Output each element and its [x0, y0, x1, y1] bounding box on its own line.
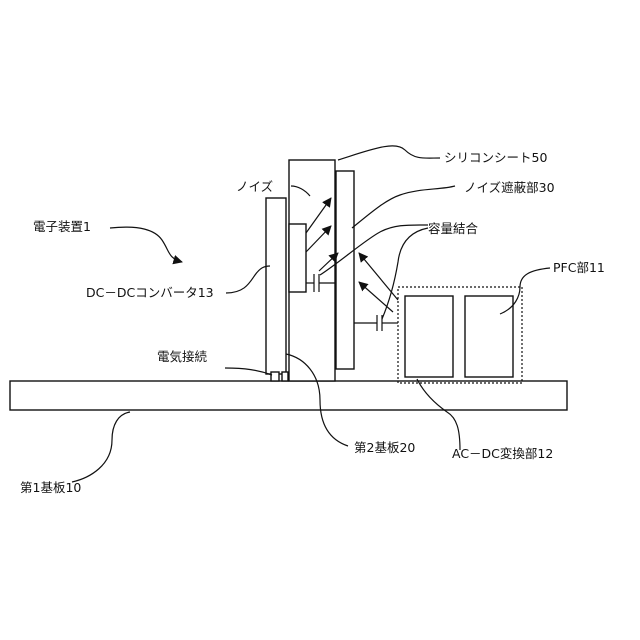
noise-arrow [359, 282, 393, 312]
capacitor-symbol [354, 315, 398, 331]
label-noise: ノイズ [236, 179, 273, 194]
acdc-block-right [465, 296, 513, 377]
label-first-board: 第1基板10 [20, 480, 81, 495]
leader-electrical [225, 368, 272, 375]
electrical-connection-pad [271, 372, 279, 381]
dcdc-converter-board [266, 198, 286, 374]
leader-first-board [72, 412, 130, 482]
label-pfc: PFC部11 [553, 260, 605, 275]
noise-arrow [359, 253, 398, 300]
label-noise-shield: ノイズ遮蔽部30 [464, 180, 555, 195]
label-dcdc: DC－DCコンバータ13 [86, 285, 214, 300]
leader-silicon-sheet [338, 146, 440, 160]
leader-dcdc [226, 266, 270, 293]
label-acdc: AC－DC変換部12 [452, 446, 553, 461]
label-second-board: 第2基板20 [354, 440, 415, 455]
dcdc-component [289, 224, 306, 292]
electrical-connection-pad [282, 372, 288, 381]
label-electrical: 電気接続 [157, 349, 208, 364]
first-board [10, 381, 567, 410]
label-device: 電子装置1 [33, 219, 91, 234]
label-silicon-sheet: シリコンシート50 [444, 150, 547, 165]
noise-shield [336, 171, 354, 369]
leader-device [110, 227, 182, 262]
label-capacitive: 容量結合 [428, 221, 479, 236]
acdc-block-left [405, 296, 453, 377]
